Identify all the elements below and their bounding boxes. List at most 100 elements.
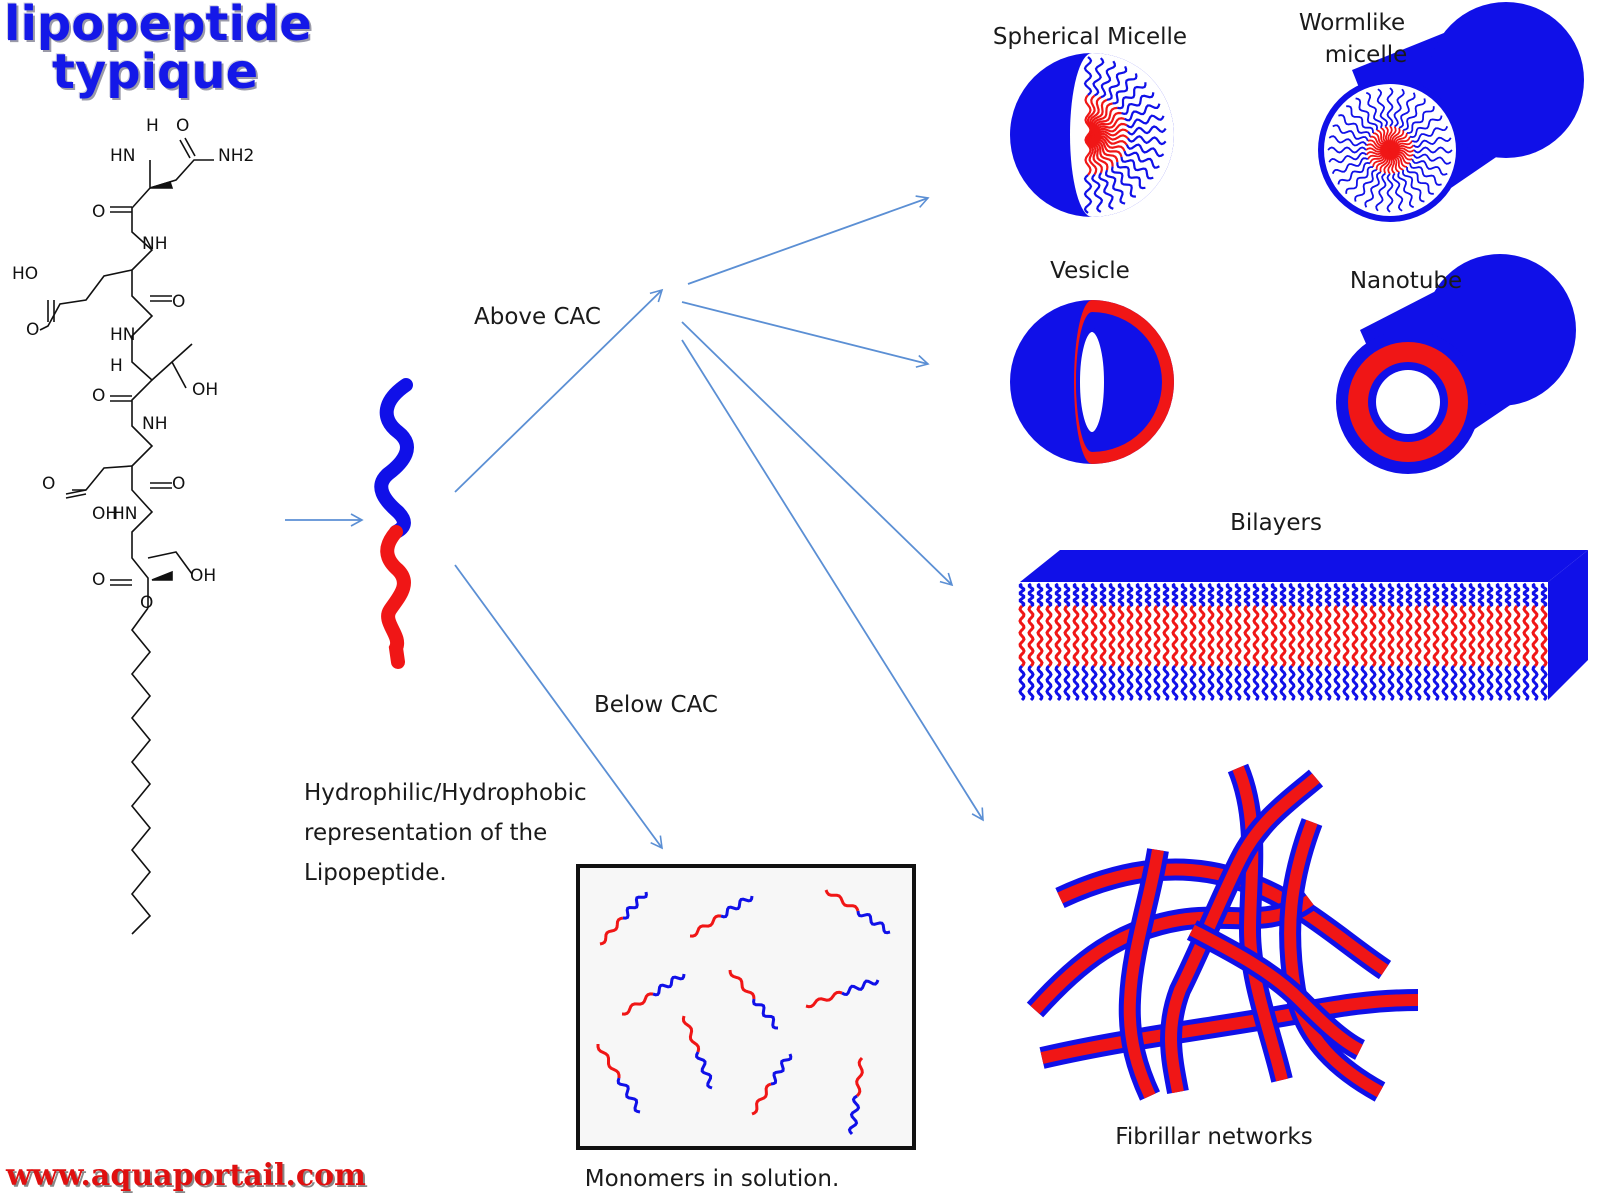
bilayer-head-bottom bbox=[1270, 664, 1278, 702]
bilayer-head-bottom bbox=[1018, 664, 1026, 702]
bilayer-tail bbox=[1387, 605, 1395, 667]
bilayer-head-top bbox=[1288, 582, 1296, 608]
bilayer-tail bbox=[1324, 605, 1332, 667]
bilayer-head-top bbox=[1360, 582, 1368, 608]
monomer-tail bbox=[681, 1015, 701, 1053]
bilayer-tail bbox=[1117, 605, 1125, 667]
bilayer-head-bottom bbox=[1414, 664, 1422, 702]
bilayer-head-top bbox=[1252, 582, 1260, 608]
bilayer-tail bbox=[1090, 605, 1098, 667]
atom-label: O bbox=[172, 474, 185, 494]
bilayer-head-bottom bbox=[1144, 664, 1152, 702]
atom-label: HN bbox=[110, 325, 136, 345]
fibril-core bbox=[1232, 765, 1288, 1082]
monomer-head bbox=[847, 1094, 861, 1135]
bilayer-head-bottom bbox=[1351, 664, 1359, 702]
bilayer-head-bottom bbox=[1486, 664, 1494, 702]
hydrophilic-head bbox=[1386, 173, 1394, 213]
hydrophilic-head bbox=[1125, 143, 1165, 158]
atom-label: HN bbox=[110, 146, 136, 166]
bilayer-tail bbox=[1054, 605, 1062, 667]
label-fibrillar-networks: Fibrillar networks bbox=[1115, 1124, 1313, 1150]
bilayer-head-top bbox=[1189, 582, 1197, 608]
bilayer-head-top bbox=[1108, 582, 1116, 608]
bilayer-head-top bbox=[1504, 582, 1512, 608]
bilayer-head-bottom bbox=[1207, 664, 1215, 702]
atom-label: NH bbox=[142, 414, 168, 434]
hydrophobic-tail bbox=[1084, 134, 1092, 176]
bilayer-head-top bbox=[1171, 582, 1179, 608]
atom-label: O bbox=[42, 474, 55, 494]
bilayer-head-bottom bbox=[1297, 664, 1305, 702]
title-line-1: lipopeptide bbox=[4, 0, 312, 52]
hydrophilic-head bbox=[1376, 88, 1388, 127]
atom-label: HO bbox=[12, 264, 38, 284]
bilayer-head-bottom bbox=[1279, 664, 1287, 702]
hydrophilic-head bbox=[1126, 114, 1165, 129]
hydrophilic-head bbox=[1106, 66, 1128, 101]
bilayer-head-top bbox=[1441, 582, 1449, 608]
bilayer-head-bottom bbox=[1459, 664, 1467, 702]
bilayer-head-top bbox=[1522, 582, 1530, 608]
bilayer-head-top bbox=[1198, 582, 1206, 608]
hydrophilic-head bbox=[1413, 146, 1453, 154]
hydrophilic-head bbox=[1346, 105, 1374, 134]
atom-label: NH2 bbox=[218, 146, 254, 166]
bilayer-tail bbox=[1468, 605, 1476, 667]
hydrophilic-head bbox=[1413, 136, 1452, 148]
bilayer-head-top bbox=[1405, 582, 1413, 608]
monomer-tail bbox=[728, 969, 756, 1000]
bilayer-tail bbox=[1252, 605, 1260, 667]
monomer-tail bbox=[689, 914, 722, 938]
hydrophilic-head bbox=[1112, 73, 1138, 105]
atom-label: O bbox=[92, 570, 105, 590]
bilayer-head-bottom bbox=[1333, 664, 1341, 702]
bilayer-tail bbox=[1198, 605, 1206, 667]
bilayer-tail bbox=[1540, 605, 1548, 667]
arrow-to-bilayers bbox=[681, 321, 954, 587]
bilayer-head-top bbox=[1432, 582, 1440, 608]
label-nanotube: Nanotube bbox=[1349, 268, 1463, 294]
bilayer-head-bottom bbox=[1540, 664, 1548, 702]
arrow-to-vesicle bbox=[681, 301, 930, 368]
bilayer-head-bottom bbox=[1126, 664, 1134, 702]
bilayer-head-bottom bbox=[1477, 664, 1485, 702]
spherical-micelle bbox=[1010, 53, 1174, 217]
bilayer-head-top bbox=[1396, 582, 1404, 608]
hydrophilic-head bbox=[1393, 88, 1405, 128]
bilayer-tail bbox=[1522, 605, 1530, 667]
bilayer-head-top bbox=[1243, 582, 1251, 608]
bilayer-tail bbox=[1441, 605, 1449, 667]
bilayer-head-top bbox=[1468, 582, 1476, 608]
bilayer-head-bottom bbox=[1108, 664, 1116, 702]
bilayer-head-bottom bbox=[1198, 664, 1206, 702]
bilayer-tail bbox=[1081, 605, 1089, 667]
bilayer-head-bottom bbox=[1378, 664, 1386, 702]
bilayer-head-bottom bbox=[1252, 664, 1260, 702]
bilayer-head-bottom bbox=[1495, 664, 1503, 702]
bilayer-tail bbox=[1099, 605, 1107, 667]
bilayer-tail bbox=[1207, 605, 1215, 667]
bilayer-head-top bbox=[1126, 582, 1134, 608]
bilayer-tail bbox=[1216, 605, 1224, 667]
bilayer-tail bbox=[1495, 605, 1503, 667]
bilayer-head-bottom bbox=[1405, 664, 1413, 702]
atom-label: O bbox=[140, 593, 153, 613]
bilayer-tail bbox=[1036, 605, 1044, 667]
bilayer-head-top bbox=[1450, 582, 1458, 608]
hydrophilic-head bbox=[1092, 57, 1105, 97]
bilayer-head-bottom bbox=[1225, 664, 1233, 702]
bilayer-head-top bbox=[1342, 582, 1350, 608]
bilayer-head-bottom bbox=[1153, 664, 1161, 702]
bilayer-head-top bbox=[1072, 582, 1080, 608]
bilayer-tail bbox=[1288, 605, 1296, 667]
bilayer-head-bottom bbox=[1513, 664, 1521, 702]
bilayer-head-bottom bbox=[1036, 664, 1044, 702]
bilayer-tail bbox=[1153, 605, 1161, 667]
hydrophilic-head bbox=[1127, 125, 1167, 136]
hydrophilic-head bbox=[1364, 171, 1382, 208]
bilayer-head-bottom bbox=[1504, 664, 1512, 702]
